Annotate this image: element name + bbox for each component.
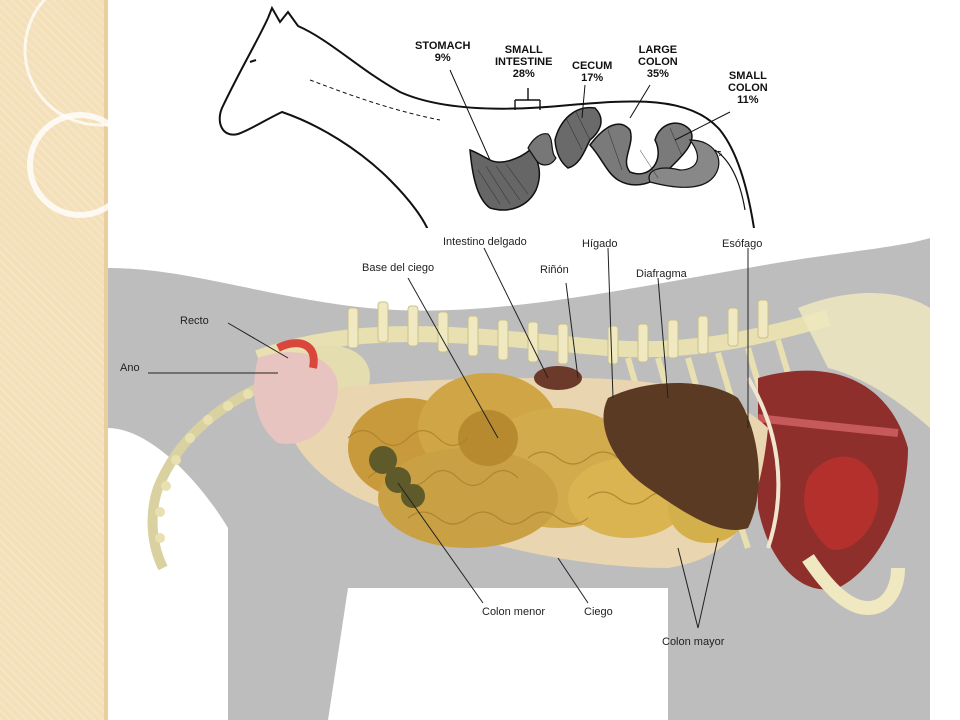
- label-small-intestine: SMALL INTESTINE 28%: [495, 44, 552, 80]
- label-intestino-delgado: Intestino delgado: [443, 236, 527, 248]
- label-small-intestine-name1: SMALL: [504, 44, 543, 56]
- small-colon-leader: [674, 111, 731, 141]
- stomach-leader: [449, 69, 491, 161]
- label-small-intestine-name2: INTESTINE: [495, 56, 553, 68]
- label-small-colon-name1: SMALL: [728, 70, 767, 82]
- label-small-colon-pct: 11%: [737, 94, 759, 106]
- small-intestine-shape: [527, 133, 557, 166]
- heart: [804, 456, 879, 550]
- label-recto: Recto: [180, 315, 209, 327]
- label-stomach-name: STOMACH: [415, 40, 471, 52]
- label-large-colon-pct: 35%: [646, 68, 669, 80]
- liver: [603, 383, 759, 530]
- label-ano: Ano: [120, 362, 140, 374]
- kidney: [534, 366, 582, 390]
- label-colon-mayor: Colon mayor: [662, 636, 725, 648]
- scapula: [798, 293, 930, 428]
- label-colon-menor: Colon menor: [482, 606, 545, 618]
- cecum-leader: [581, 84, 586, 119]
- label-cecum-pct: 17%: [581, 72, 604, 84]
- label-rinon: Riñón: [540, 264, 569, 276]
- label-diafragma: Diafragma: [636, 268, 687, 280]
- label-large-colon-name1: LARGE: [638, 44, 678, 56]
- decorative-circles: [23, 0, 140, 218]
- label-higado: Hígado: [582, 238, 618, 250]
- label-stomach-pct: 9%: [434, 52, 451, 64]
- stomach-shape: [469, 148, 541, 211]
- small-colon-shape: [648, 139, 720, 188]
- horse-outline-diagram: [218, 5, 756, 235]
- label-base-del-ciego: Base del ciego: [362, 262, 435, 274]
- label-cecum-name: CECUM: [572, 60, 613, 72]
- label-large-colon-name2: COLON: [638, 56, 678, 68]
- label-cecum: CECUM 17%: [572, 60, 612, 84]
- label-large-colon: LARGE COLON 35%: [638, 44, 678, 80]
- label-stomach: STOMACH 9%: [415, 40, 470, 64]
- large-colon-leader: [629, 84, 651, 119]
- diaphragm: [746, 376, 781, 549]
- label-esofago: Esófago: [722, 238, 763, 250]
- sidebar-edge: [104, 0, 108, 720]
- label-small-colon: SMALL COLON 11%: [728, 70, 768, 106]
- label-small-colon-name2: COLON: [728, 82, 768, 94]
- label-ciego: Ciego: [584, 606, 613, 618]
- rectum: [254, 352, 338, 444]
- label-small-intestine-pct: 28%: [512, 68, 535, 80]
- small-colon-dark: [369, 446, 425, 508]
- horse-anatomy-illustration: [108, 228, 930, 720]
